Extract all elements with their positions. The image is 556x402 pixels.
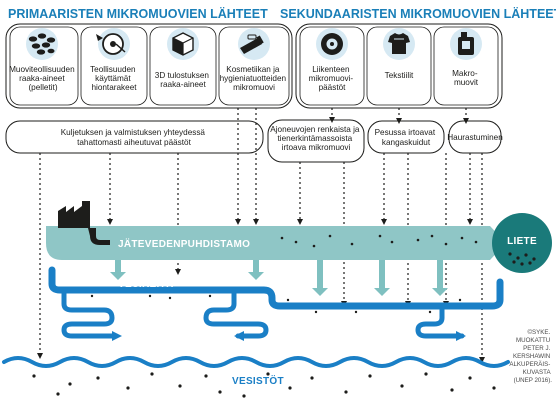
water-bodies-label: VESISTÖT — [232, 374, 284, 387]
pathway-tire-road-wear: Ajoneuvojen renkaista ja tienerkintämass… — [267, 119, 365, 163]
svg-text:Kosmetiikan ja hygieniat: Kosmetiikan ja hygieniatuotteiden mikrom… — [220, 65, 289, 92]
source-card-textiles: Tekstiilit — [366, 26, 432, 106]
sludge-label: LIETE — [507, 236, 537, 247]
svg-text:Pesussa irtoavat kangask: Pesussa irtoavat kangaskuidut — [375, 128, 438, 147]
water-bodies-sea: VESISTÖT — [2, 356, 510, 398]
tshirt-icon — [388, 33, 410, 54]
canister-icon — [458, 32, 474, 55]
source-to-pathway-connectors — [329, 108, 469, 124]
svg-text:Ajoneuvojen renkaista ja: Ajoneuvojen renkaista ja tienerkintämass… — [270, 125, 362, 152]
source-card-3d-printing: 3D tulostuksen raaka-aineet — [149, 26, 217, 106]
source-card-industrial-abrasives: Teollisuuden käyttämät hiontarakeet — [80, 26, 148, 106]
source-card-traffic: Liikenteen mikromuovi- päästöt — [299, 26, 365, 106]
grinding-disc-icon — [96, 33, 126, 55]
pellets-icon — [28, 33, 56, 55]
source-card-plastic-pellets: Muoviteollisuuden raaka-aineet (pelletit… — [9, 26, 79, 106]
secondary-sources-header: SEKUNDAARISTEN MIKROMUOVIEN LÄHTEET — [280, 6, 556, 21]
primary-sources-header: PRIMAARISTEN MIKROMUOVIEN LÄHTEET — [8, 6, 268, 21]
svg-text:Teollisuuden käyttämät: Teollisuuden käyttämät hiontarakeet — [90, 65, 138, 92]
svg-text:Kuljetuksen ja valmistuksen yh: Kuljetuksen ja valmistuksen yhteydessä t… — [61, 128, 208, 147]
source-card-macroplastics: Makro- muovit — [433, 26, 499, 106]
pathway-unintentional-releases: Kuljetuksen ja valmistuksen yhteydessä t… — [5, 120, 264, 154]
svg-text:Makro- muovit: Makro- muovit — [452, 69, 480, 87]
primary-sources-group — [5, 23, 293, 109]
plant-particles — [280, 234, 478, 248]
river-network — [48, 266, 504, 339]
svg-text:Tekstiilit: Tekstiilit — [385, 71, 414, 80]
3d-print-cube-icon — [172, 32, 194, 56]
cosmetics-tube-icon — [240, 34, 264, 54]
sludge-node: LIETE — [492, 213, 552, 273]
svg-text:3D tulostuksen raaka-ain: 3D tulostuksen raaka-aineet — [155, 71, 211, 89]
pathway-textile-fibres: Pesussa irtoavat kangaskuidut — [367, 120, 445, 154]
stormwater-label: VESIREITIT — [118, 279, 175, 290]
tire-icon — [321, 33, 343, 55]
svg-text:Muoviteollisuuden raaka-: Muoviteollisuuden raaka-aineet (pelletit… — [9, 65, 77, 92]
svg-text:Liikenteen mikromuovi-: Liikenteen mikromuovi- päästöt — [309, 65, 356, 92]
pathway-fragmentation: Haurastuminen — [447, 120, 503, 154]
plant-discharge-arrows — [110, 260, 448, 296]
image-credit: ©SYKE. MUOKATTU PETER J. KERSHAWIN ALKUP… — [509, 329, 552, 384]
wastewater-plant-label: JÄTEVEDENPUHDISTAMO — [118, 237, 250, 250]
wastewater-treatment-band: JÄTEVEDENPUHDISTAMO — [46, 201, 506, 260]
svg-text:Haurastuminen: Haurastuminen — [447, 133, 503, 142]
factory-icon — [58, 201, 110, 245]
river-flow-arrows — [112, 331, 466, 341]
river-particles — [90, 294, 462, 314]
source-card-cosmetics: Kosmetiikan ja hygieniatuotteiden mikrom… — [218, 26, 290, 106]
